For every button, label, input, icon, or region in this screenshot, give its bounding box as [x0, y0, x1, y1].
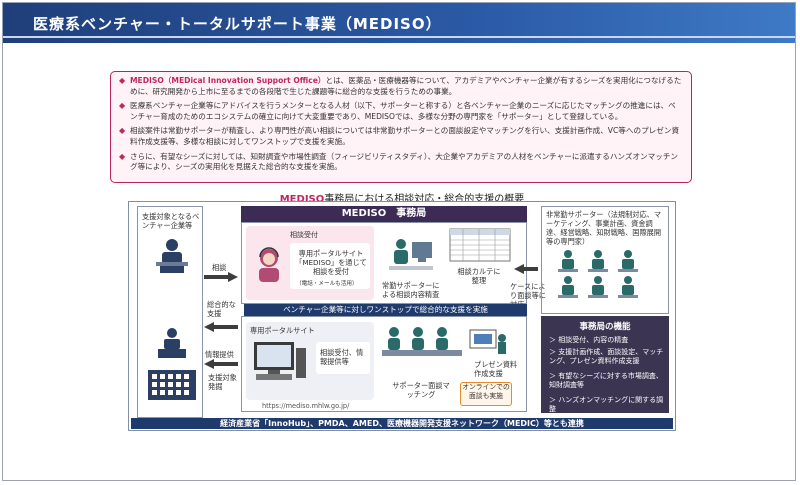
intake-bubble	[290, 243, 370, 289]
info-arrow-icon	[204, 359, 238, 369]
summary-text: MEDISO（MEDical Innovation Support Office…	[130, 76, 683, 97]
function-item-text: 支援計画作成、面談設定、マッチング、プレゼン資料作成支援	[549, 348, 664, 365]
karte-label: 相談カルテに整理	[457, 267, 501, 285]
diagram-title-text: 事務局における相談対応・総合的支援の概要	[324, 194, 525, 205]
venture-desk-icon	[158, 328, 186, 358]
summary-body: 医療系ベンチャー企業等にアドバイスを行うメンターとなる人材（以下、サポーターと称…	[130, 101, 676, 121]
function-item: ＞ ハンズオンマッチングに関する調整	[549, 396, 664, 413]
fulltime-label: 常勤サポーターによる相談内容精査	[382, 281, 440, 299]
summary-mediso-name: MEDISO（MEDical Innovation Support Office…	[130, 76, 326, 85]
right-arrow-icon	[514, 264, 538, 274]
summary-item: ◆ さらに、有望なシーズに対しては、知財調査や市場性調査（フィージビリティスタデ…	[119, 152, 683, 173]
diagram-title-mediso: MEDISO	[279, 194, 325, 205]
portal-bubble	[316, 342, 370, 374]
support-label: 総合的な支援	[207, 300, 236, 318]
summary-item: ◆ MEDISO（MEDical Innovation Support Offi…	[119, 76, 683, 97]
parttime-column	[541, 206, 669, 314]
function-item-text: ハンズオンマッチングに関する調整	[549, 396, 664, 413]
function-item-text: 有望なシーズに対する市場調査、知財調査等	[549, 372, 663, 389]
title-underline	[3, 36, 795, 38]
summary-body: 相談案件は常勤サポーターが精査し、より専門性が高い相談については非常勤サポーター…	[130, 126, 680, 146]
online-callout: オンラインでの面談も実施	[460, 382, 512, 406]
parttime-label: 非常勤サポーター（法規制対応、マーケティング、事業計画、資金調達、経営戦略、知財…	[546, 210, 662, 246]
info-label: 情報提供	[205, 350, 234, 359]
karte-spreadsheet-icon	[449, 228, 511, 262]
summary-item: ◆ 相談案件は常勤サポーターが精査し、より専門性が高い相談については非常勤サポー…	[119, 126, 683, 147]
summary-item: ◆ 医療系ベンチャー企業等にアドバイスを行うメンターとなる人材（以下、サポーター…	[119, 101, 683, 122]
venture-column	[137, 206, 203, 418]
portal-title: 専用ポータルサイト	[250, 326, 315, 335]
office-header: MEDISO 事務局	[241, 206, 527, 222]
portal-url: https://mediso.mhlw.go.jp/	[262, 402, 350, 410]
office-functions: 事務局の機能 ＞ 相談受付、内容の精査 ＞ 支援計画作成、面談設定、マッチング、…	[541, 316, 669, 413]
function-item: ＞ 支援計画作成、面談設定、マッチング、プレゼン資料作成支援	[549, 348, 664, 365]
portal-body: 相談受付、情報提供等	[320, 348, 364, 366]
support-arrow-icon	[204, 322, 238, 332]
function-item-text: 相談受付、内容の精査	[558, 336, 629, 344]
parttime-supporters-icon	[558, 250, 638, 298]
meeting-label: サポーター面談マッチング	[392, 381, 450, 399]
page-title: 医療系ベンチャー・トータルサポート事業（MEDISO）	[33, 15, 442, 33]
intake-note: （電話・メールも活用）	[296, 281, 358, 287]
functions-title: 事務局の機能	[579, 322, 631, 332]
diamond-bullet-icon: ◆	[119, 101, 126, 111]
presentation-icon	[469, 329, 506, 354]
onestop-banner: ベンチャー企業等に対しワンストップで総合的な支援を実施	[244, 304, 527, 316]
venture-person-icon	[156, 239, 188, 273]
presen-label: プレゼン資料作成支援	[474, 360, 518, 378]
summary-body: とは、医薬品・医療機器等について、アカデミアやベンチャー企業が有するシーズを実用…	[130, 76, 682, 96]
meeting-table-icon	[382, 327, 462, 356]
discover-label: 支援対象発掘	[208, 373, 237, 391]
partners-band: 経済産業省「InnoHub」、PMDA、AMED、医療機器開発支援ネットワーク（…	[131, 418, 673, 429]
summary-box: ◆ MEDISO（MEDical Innovation Support Offi…	[110, 71, 692, 183]
title-bar: 医療系ベンチャー・トータルサポート事業（MEDISO）	[3, 3, 795, 43]
function-item: ＞ 相談受付、内容の精査	[549, 336, 629, 344]
operator-headset-icon	[259, 247, 279, 282]
diagram-title: MEDISO事務局における相談対応・総合的支援の概要	[262, 190, 542, 205]
diamond-bullet-icon: ◆	[119, 76, 126, 85]
computer-icon	[254, 342, 306, 380]
summary-body: さらに、有望なシーズに対しては、知財調査や市場性調査（フィージビリティスタディ）…	[130, 151, 679, 172]
diamond-bullet-icon: ◆	[119, 126, 126, 136]
intake-title: 相談受付	[290, 231, 318, 239]
diamond-bullet-icon: ◆	[119, 151, 126, 161]
venture-label: 支援対象となるベンチャー企業等	[142, 212, 200, 230]
function-item: ＞ 有望なシーズに対する市場調査、知財調査等	[549, 372, 663, 389]
intake-body: 専用ポータルサイト「MEDISO」を通じて相談を受付	[295, 249, 367, 276]
fulltime-supporter-icon	[389, 239, 433, 270]
consult-label: 相談	[212, 263, 227, 272]
consult-arrow-icon	[204, 272, 238, 282]
building-icon	[148, 370, 196, 400]
